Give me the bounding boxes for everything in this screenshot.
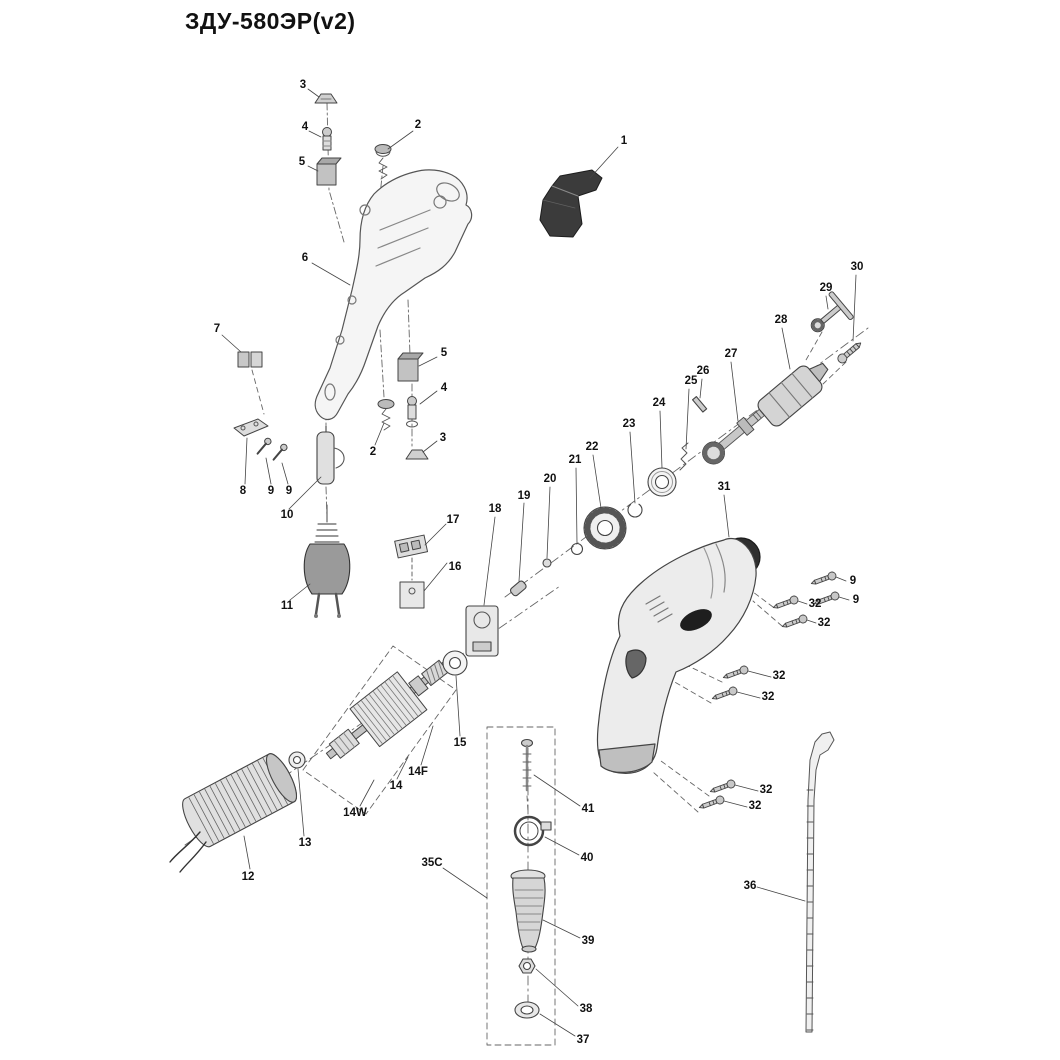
stator-drawing (169, 753, 298, 873)
chuck-key-drawing (810, 291, 854, 333)
power-plug-drawing (303, 504, 351, 618)
lever-part-drawing (539, 169, 603, 238)
brush-parts-top-drawing (314, 93, 392, 186)
chuck-drawing (757, 362, 829, 427)
leader-lines (221, 88, 857, 1037)
brush-parts-lower-drawing (377, 352, 429, 460)
terminal-block-drawing (237, 351, 263, 368)
chuck-screw-drawing (837, 342, 862, 364)
depth-rod-drawing (805, 731, 835, 1033)
spindle-drawing (702, 407, 767, 465)
washer-13-drawing (288, 751, 306, 769)
capacitor-drawing (316, 425, 345, 485)
side-handle-group-drawing (486, 726, 556, 1046)
bearing-15-drawing (442, 650, 468, 676)
cord-clamp-drawing (233, 418, 288, 461)
armature-drawing (302, 645, 457, 815)
page-title: ЗДУ-580ЭР(v2) (185, 8, 356, 34)
switch-parts-drawing (394, 534, 429, 609)
drill-body-drawing (596, 537, 761, 774)
housing-screws-drawing (698, 571, 840, 809)
assembly-axis-lines (184, 102, 869, 1003)
gear-housing-drawing (314, 169, 473, 421)
switch-assembly-drawing (465, 605, 499, 657)
